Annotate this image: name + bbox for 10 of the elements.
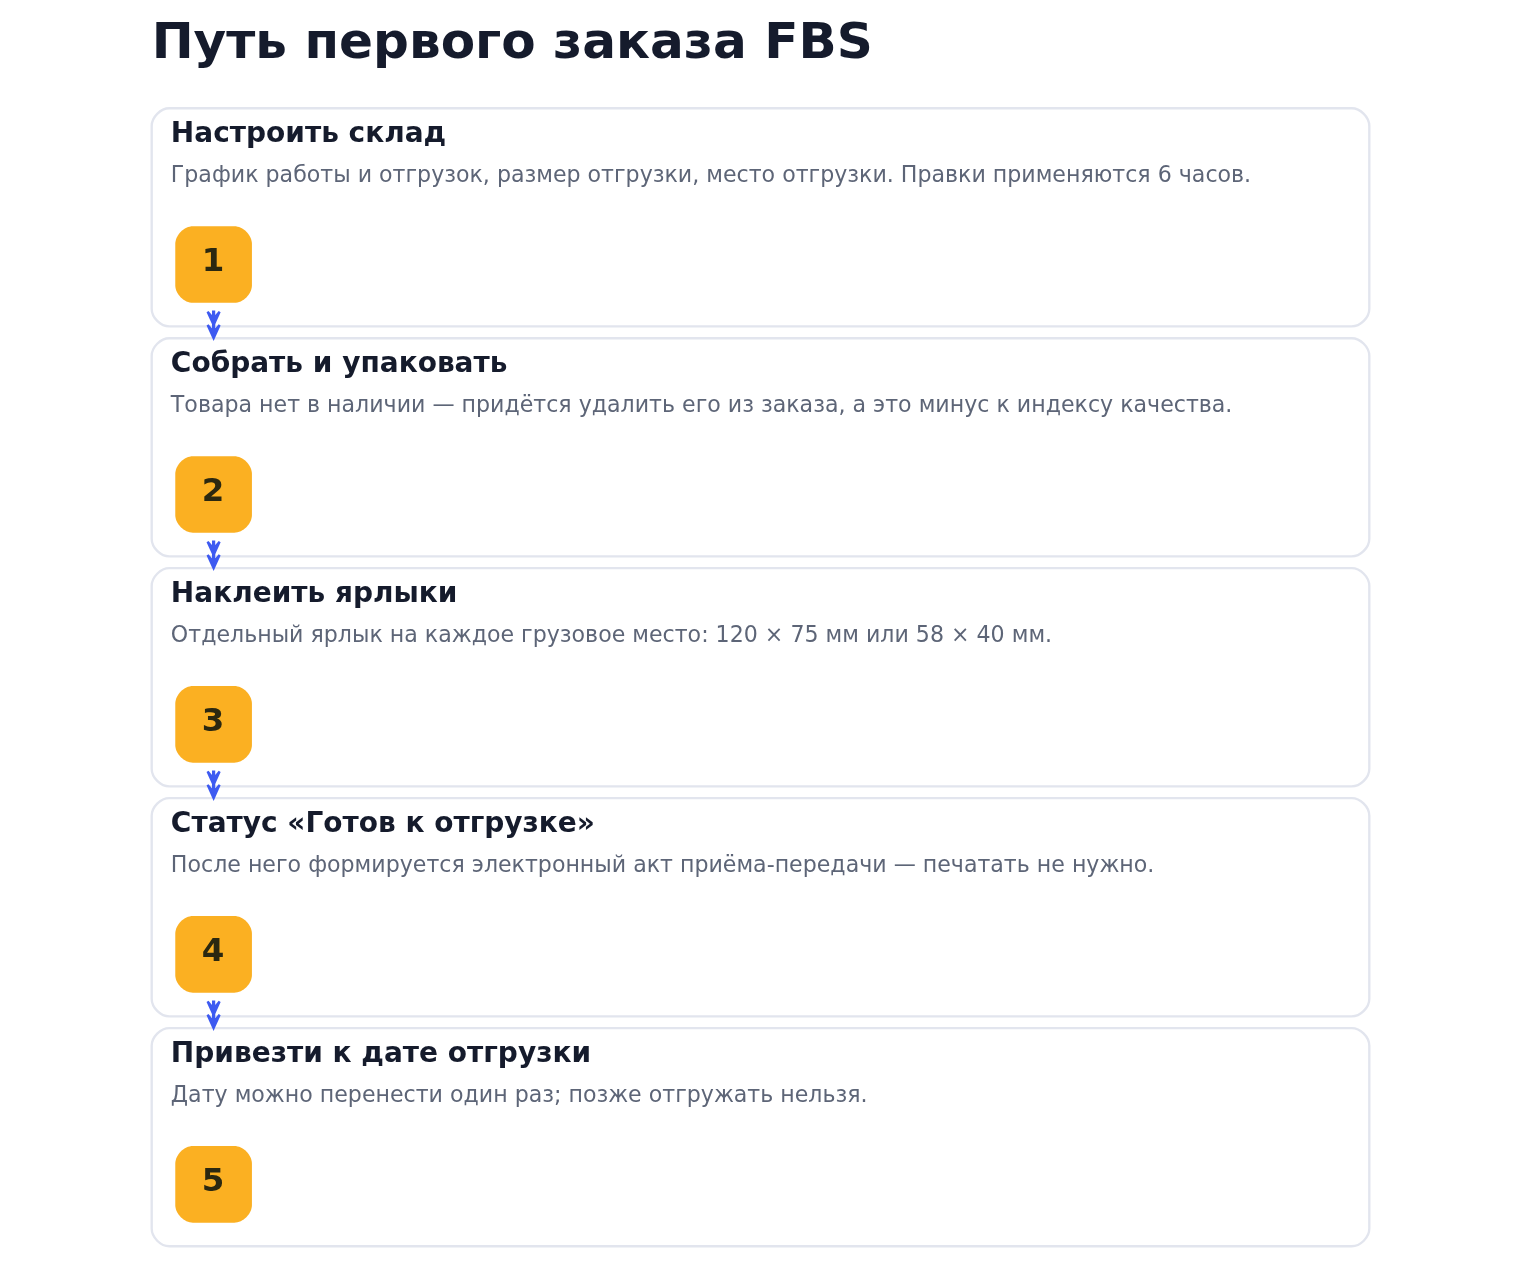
arrow — [205, 770, 221, 800]
arrow — [205, 540, 221, 570]
arrow — [205, 1000, 221, 1030]
node-box: 2 — [174, 456, 252, 533]
node-box: 3 — [174, 686, 252, 763]
node-box: 4 — [174, 916, 252, 993]
arrow — [205, 310, 221, 340]
node-box: 5 — [174, 1146, 252, 1223]
node-box: 1 — [174, 226, 252, 303]
diagram-title: Путь первого заказа FBS — [151, 11, 873, 71]
